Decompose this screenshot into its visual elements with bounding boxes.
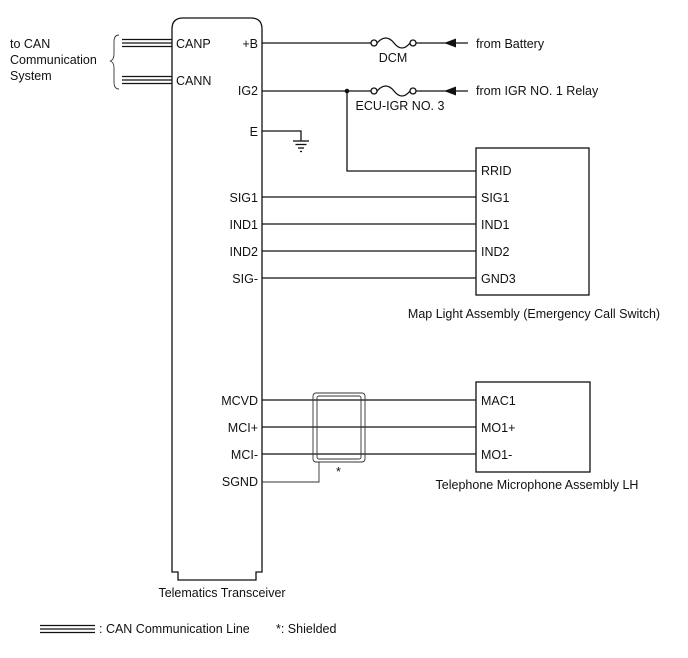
pin-sig1: SIG1 bbox=[230, 191, 259, 205]
can-line-canp bbox=[122, 38, 172, 48]
battery-circuit: DCM from Battery bbox=[262, 37, 545, 65]
ecu-igr-fuse-label: ECU-IGR NO. 3 bbox=[356, 99, 445, 113]
transceiver-body bbox=[171, 17, 263, 581]
shield-mark: * bbox=[336, 465, 341, 479]
transceiver-title: Telematics Transceiver bbox=[158, 586, 285, 600]
ground-icon bbox=[293, 140, 309, 153]
dcm-fuse-symbol bbox=[376, 37, 411, 49]
shield-outer bbox=[312, 392, 366, 463]
can-bracket bbox=[109, 34, 120, 90]
igr-relay-arrow-icon bbox=[444, 86, 456, 96]
battery-source-label: from Battery bbox=[476, 37, 545, 51]
shield-inner bbox=[316, 395, 362, 460]
map-light-assembly: RRID SIG1 IND1 IND2 GND3 Map Light Assem… bbox=[408, 147, 660, 321]
legend-can-line-icon bbox=[40, 624, 95, 634]
microphone-pin-mo1-minus: MO1- bbox=[481, 448, 512, 462]
legend-can-line-label: : CAN Communication Line bbox=[99, 622, 250, 636]
microphone-assembly: MAC1 MO1+ MO1- Telephone Microphone Asse… bbox=[436, 381, 639, 492]
pin-sgnd: SGND bbox=[222, 475, 258, 489]
can-system-label-line3: System bbox=[10, 69, 52, 83]
rrid-wire bbox=[346, 91, 476, 172]
ground-circuit bbox=[262, 130, 309, 153]
can-system-label-line1: to CAN bbox=[10, 37, 50, 51]
pin-cann: CANN bbox=[176, 74, 211, 88]
can-system-label-line2: Communication bbox=[10, 53, 97, 67]
map-light-box bbox=[475, 147, 590, 296]
telematics-transceiver: Telematics Transceiver CANP CANN +B IG2 … bbox=[158, 17, 286, 600]
map-light-pin-ind2: IND2 bbox=[481, 245, 510, 259]
pin-plus-b: +B bbox=[242, 37, 258, 51]
battery-arrow-icon bbox=[444, 38, 456, 48]
microphone-title: Telephone Microphone Assembly LH bbox=[436, 478, 639, 492]
legend-shielded-label: *: Shielded bbox=[276, 622, 337, 636]
microphone-box bbox=[475, 381, 591, 473]
igr-relay-source-label: from IGR NO. 1 Relay bbox=[476, 84, 599, 98]
ig2-circuit: ECU-IGR NO. 3 from IGR NO. 1 Relay bbox=[262, 84, 599, 172]
map-light-pin-rrid: RRID bbox=[481, 164, 512, 178]
can-line-cann bbox=[122, 75, 172, 85]
microphone-pin-mac1: MAC1 bbox=[481, 394, 516, 408]
microphone-wires: * bbox=[262, 392, 476, 483]
map-light-title: Map Light Assembly (Emergency Call Switc… bbox=[408, 307, 660, 321]
map-light-pin-gnd3: GND3 bbox=[481, 272, 516, 286]
pin-sig-minus: SIG- bbox=[232, 272, 258, 286]
ecu-igr-fuse-symbol bbox=[376, 85, 411, 97]
pin-mci-plus: MCI+ bbox=[228, 421, 258, 435]
map-light-wires bbox=[262, 196, 476, 279]
microphone-pin-mo1-plus: MO1+ bbox=[481, 421, 515, 435]
pin-mcvd: MCVD bbox=[221, 394, 258, 408]
map-light-pin-ind1: IND1 bbox=[481, 218, 510, 232]
pin-mci-minus: MCI- bbox=[231, 448, 258, 462]
pin-canp: CANP bbox=[176, 37, 211, 51]
pin-ind1: IND1 bbox=[230, 218, 259, 232]
dcm-fuse-label: DCM bbox=[379, 51, 407, 65]
pin-e: E bbox=[250, 125, 258, 139]
pin-ind2: IND2 bbox=[230, 245, 259, 259]
sgnd-drain-wire bbox=[262, 462, 320, 483]
can-system-group: to CAN Communication System bbox=[10, 34, 172, 90]
map-light-pin-sig1: SIG1 bbox=[481, 191, 510, 205]
pin-ig2: IG2 bbox=[238, 84, 258, 98]
legend: : CAN Communication Line *: Shielded bbox=[40, 622, 337, 636]
